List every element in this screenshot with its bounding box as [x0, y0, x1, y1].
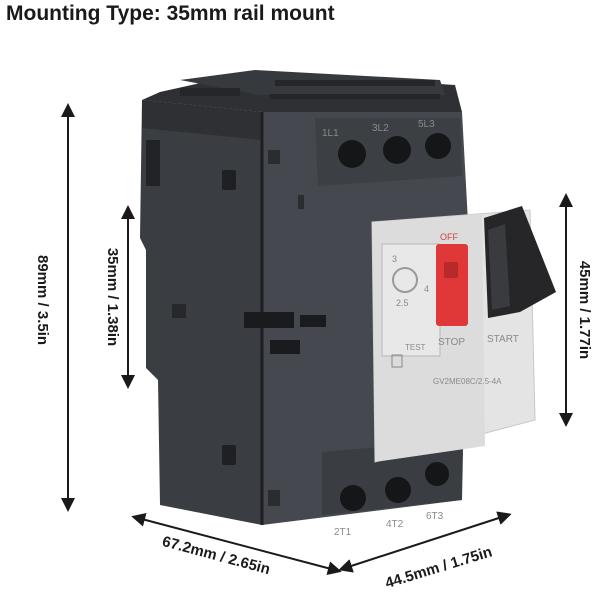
dial-mark-4: 4	[424, 284, 429, 294]
rail-clip-slot	[244, 312, 294, 328]
motor-protection-breaker: 1L1 3L2 5L3 2T1 4T2 6T3 2.5 3 4 TEST OF	[140, 70, 556, 538]
side-housing	[140, 100, 262, 525]
dial-mark-3: 3	[392, 254, 397, 264]
terminal-label-6T3: 6T3	[426, 511, 444, 522]
dimension-width: 44.5mm / 1.75in	[338, 511, 512, 592]
dimension-height-body: 35mm / 1.38in	[104, 205, 135, 389]
terminal-label-1L1: 1L1	[322, 128, 339, 139]
page-title: Mounting Type: 35mm rail mount	[6, 2, 335, 25]
off-label: OFF	[440, 232, 458, 242]
terminal-label-4T2: 4T2	[386, 519, 404, 530]
test-label: TEST	[405, 343, 426, 352]
adjust-dial	[392, 267, 418, 293]
terminal-4T2	[385, 477, 411, 503]
height-front-label: 45mm / 1.77in	[576, 261, 593, 359]
terminal-2T1	[340, 485, 366, 511]
test-indicator	[391, 354, 403, 368]
stop-label: STOP	[438, 337, 465, 348]
depth-label: 67.2mm / 2.65in	[160, 533, 272, 578]
side-notch	[172, 304, 186, 318]
dial-window	[381, 243, 441, 357]
side-latch-bottom	[222, 445, 236, 465]
side-slot	[146, 140, 160, 186]
terminal-label-2T1: 2T1	[334, 527, 352, 538]
stop-button[interactable]	[436, 244, 468, 326]
side-latch-top	[222, 170, 236, 190]
terminal-5L3	[425, 133, 451, 159]
terminal-label-3L2: 3L2	[372, 123, 389, 134]
dimension-depth: 67.2mm / 2.65in	[131, 513, 342, 578]
start-label: START	[487, 334, 519, 345]
height-total-label: 89mm / 3.5in	[34, 255, 51, 345]
height-body-label: 35mm / 1.38in	[104, 248, 121, 346]
model-label: GV2ME08C/2.5-4A	[433, 377, 502, 386]
terminal-1L1	[338, 140, 366, 168]
terminal-6T3	[425, 462, 449, 486]
dimension-height-front: 45mm / 1.77in	[559, 193, 593, 427]
dial-mark-2-5: 2.5	[396, 298, 409, 308]
dimension-height-total: 89mm / 3.5in	[34, 103, 75, 512]
terminal-3L2	[383, 136, 411, 164]
terminal-label-5L3: 5L3	[418, 119, 435, 130]
